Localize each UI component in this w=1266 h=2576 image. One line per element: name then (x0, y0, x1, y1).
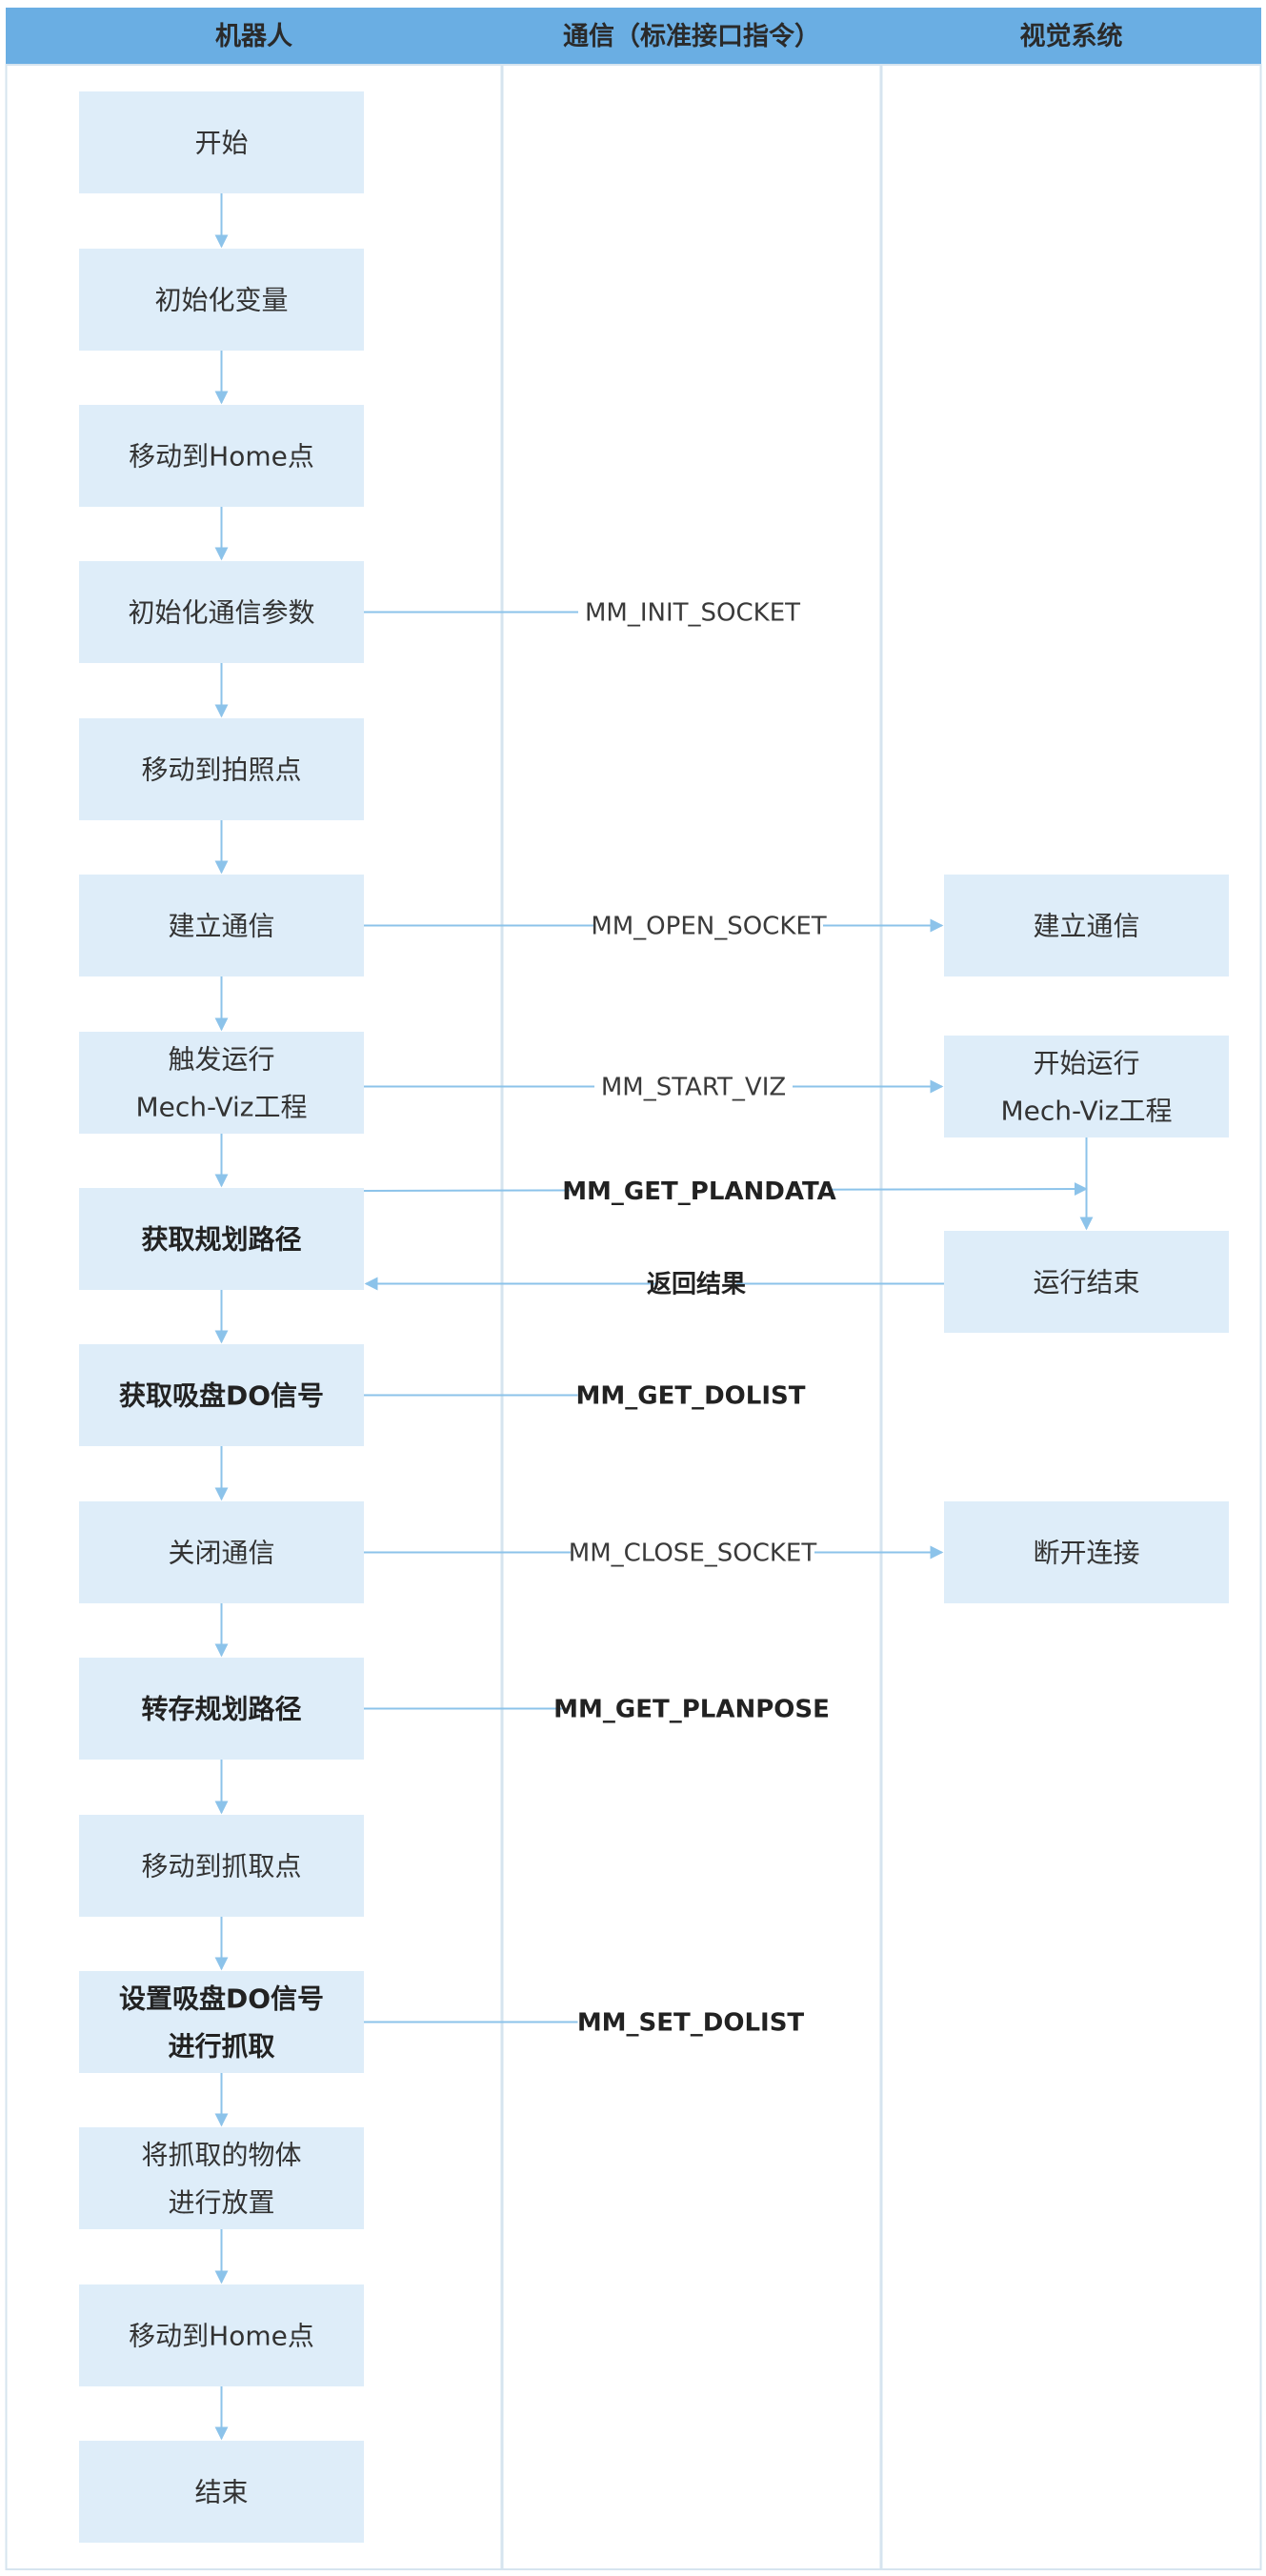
step-box-move-home-1 (79, 405, 364, 507)
step-vision-establish: 建立通信 (944, 875, 1229, 976)
step-label-place-object: 进行放置 (168, 2187, 274, 2219)
message-label-bg-mm-get-dolist (577, 1378, 804, 1413)
step-label-vision-disconnect: 断开连接 (1033, 1538, 1139, 1569)
message-label-bg-return-result (656, 1266, 736, 1301)
step-label-move-photo-point: 移动到拍照点 (141, 755, 301, 786)
step-box-vision-start-run (944, 1036, 1229, 1137)
step-label-move-home-2: 移动到Home点 (129, 2321, 314, 2352)
message-label-bg-mm-close-socket (571, 1535, 814, 1570)
step-start: 开始 (79, 91, 364, 193)
step-init-vars: 初始化变量 (79, 249, 364, 351)
step-box-set-suction-do (79, 1971, 364, 2073)
message-label-mm-init-socket: MM_INIT_SOCKET (585, 599, 800, 628)
step-box-trigger-run (79, 1032, 364, 1134)
lane-comm (501, 64, 882, 2570)
step-close-comm: 关闭通信 (79, 1501, 364, 1603)
lane-vision (880, 64, 1262, 2570)
step-label-start: 开始 (194, 128, 248, 159)
step-box-move-photo-point (79, 718, 364, 820)
step-move-home-1: 移动到Home点 (79, 405, 364, 507)
step-move-pick-point: 移动到抓取点 (79, 1815, 364, 1917)
step-get-suction-do: 获取吸盘DO信号 (79, 1344, 364, 1446)
step-label-move-pick-point: 移动到抓取点 (141, 1851, 301, 1882)
lane-header-comm (502, 8, 881, 65)
step-label-close-comm: 关闭通信 (168, 1538, 274, 1569)
step-box-get-plan-path (79, 1188, 364, 1290)
step-label-vision-start-run: 开始运行 (1033, 1048, 1139, 1079)
step-box-place-object (79, 2127, 364, 2229)
step-label-get-plan-path: 获取规划路径 (141, 1224, 301, 1256)
step-box-init-vars (79, 249, 364, 351)
step-label-vision-start-run: Mech-Viz工程 (1000, 1096, 1172, 1127)
message-label-mm-get-dolist: MM_GET_DOLIST (576, 1382, 806, 1411)
message-label-mm-open-socket: MM_OPEN_SOCKET (591, 913, 826, 941)
step-label-init-vars: 初始化变量 (154, 285, 288, 316)
step-get-plan-path: 获取规划路径 (79, 1188, 364, 1290)
step-end: 结束 (79, 2441, 364, 2543)
step-vision-start-run: 开始运行 Mech-Viz工程 (944, 1036, 1229, 1137)
lane-header-robot (6, 8, 502, 65)
message-label-bg-mm-start-viz (594, 1069, 793, 1104)
step-label-move-home-1: 移动到Home点 (129, 441, 314, 473)
message-label-bg-mm-set-dolist (577, 2004, 804, 2040)
step-label-place-object: 将抓取的物体 (141, 2140, 301, 2171)
step-label-vision-establish: 建立通信 (1033, 911, 1139, 942)
step-vision-run-end: 运行结束 (944, 1231, 1229, 1333)
message-label-bg-mm-init-socket (578, 594, 807, 630)
message-label-mm-set-dolist: MM_SET_DOLIST (577, 2009, 805, 2038)
message-label-bg-mm-get-plandata (570, 1174, 829, 1208)
step-label-end: 结束 (194, 2477, 248, 2508)
step-box-move-home-2 (79, 2284, 364, 2386)
step-label-vision-run-end: 运行结束 (1033, 1267, 1139, 1298)
step-box-vision-establish (944, 875, 1229, 976)
step-trigger-run: 触发运行 Mech-Viz工程 (79, 1032, 364, 1134)
step-vision-disconnect: 断开连接 (944, 1501, 1229, 1603)
step-box-vision-run-end (944, 1231, 1229, 1333)
step-label-set-suction-do: 设置吸盘DO信号 (119, 1983, 324, 2015)
step-box-move-pick-point (79, 1815, 364, 1917)
step-label-save-plan-path: 转存规划路径 (141, 1694, 301, 1725)
message-label-bg-mm-get-planpose (562, 1691, 821, 1726)
step-label-trigger-run: 触发运行 (168, 1044, 274, 1076)
step-box-get-suction-do (79, 1344, 364, 1446)
lane-title-robot: 机器人 (215, 22, 292, 51)
step-box-start (79, 91, 364, 193)
lane-title-vision: 视觉系统 (1020, 21, 1123, 51)
step-box-end (79, 2441, 364, 2543)
step-init-comm-params: 初始化通信参数 (79, 561, 364, 663)
step-box-init-comm-params (79, 561, 364, 663)
step-save-plan-path: 转存规划路径 (79, 1658, 364, 1760)
step-box-establish-comm (79, 875, 364, 976)
message-label-mm-close-socket: MM_CLOSE_SOCKET (569, 1540, 817, 1568)
step-label-establish-comm: 建立通信 (168, 911, 274, 942)
message-label-mm-get-plandata: MM_GET_PLANDATA (562, 1177, 836, 1206)
step-label-trigger-run: Mech-Viz工程 (135, 1092, 307, 1123)
message-label-return-result: 返回结果 (647, 1271, 746, 1299)
step-box-close-comm (79, 1501, 364, 1603)
step-label-get-suction-do: 获取吸盘DO信号 (119, 1380, 324, 1412)
step-establish-comm: 建立通信 (79, 875, 364, 976)
step-box-save-plan-path (79, 1658, 364, 1760)
step-label-set-suction-do: 进行抓取 (168, 2031, 274, 2063)
step-move-home-2: 移动到Home点 (79, 2284, 364, 2386)
step-move-photo-point: 移动到拍照点 (79, 718, 364, 820)
message-label-bg-mm-open-socket (594, 908, 823, 943)
lane-title-comm: 通信（标准接口指令） (563, 21, 820, 51)
lane-header-vision (881, 8, 1261, 65)
message-label-mm-start-viz: MM_START_VIZ (601, 1074, 786, 1102)
message-label-mm-get-planpose: MM_GET_PLANPOSE (553, 1696, 830, 1724)
step-box-vision-disconnect (944, 1501, 1229, 1603)
step-label-init-comm-params: 初始化通信参数 (128, 597, 314, 629)
